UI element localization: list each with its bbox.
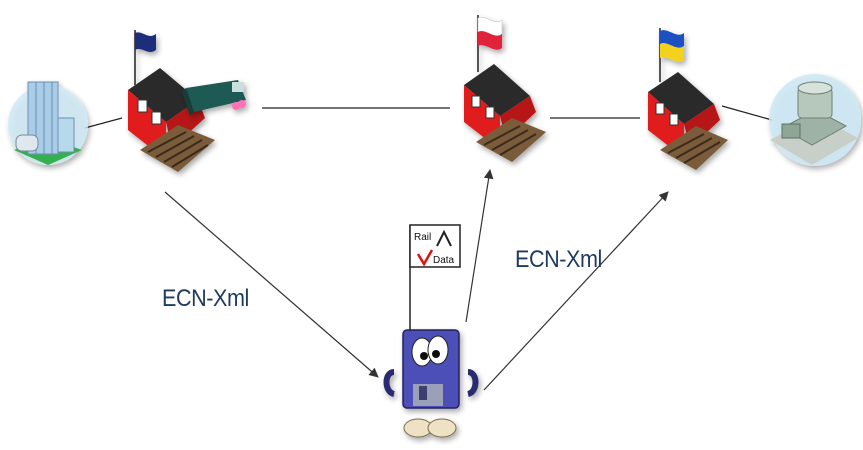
office-building-icon (8, 81, 88, 165)
raildata-flag: Rail Data (409, 224, 461, 330)
warehouse-icon (769, 74, 861, 166)
arrow-server-to-middle (465, 169, 494, 323)
ecn-xml-label-right: ECN-Xml (515, 246, 602, 273)
arrow-left-to-server (164, 191, 379, 378)
raildata-logo-line1: Rail (414, 232, 431, 243)
raildata-logo-line2: Data (433, 255, 455, 266)
link-building-left (84, 117, 123, 129)
locomotive-icon (182, 80, 246, 116)
floppy-robot-icon (383, 329, 479, 438)
railway-station-icon-left (128, 30, 215, 172)
link-right-warehouse (721, 105, 773, 121)
connections (84, 105, 773, 391)
raildata-logo (409, 224, 461, 268)
railway-station-icon-middle (464, 15, 546, 162)
railway-station-icon-right (648, 28, 728, 170)
arrow-server-to-right (483, 191, 669, 391)
ecn-xml-label-left: ECN-Xml (162, 285, 249, 312)
